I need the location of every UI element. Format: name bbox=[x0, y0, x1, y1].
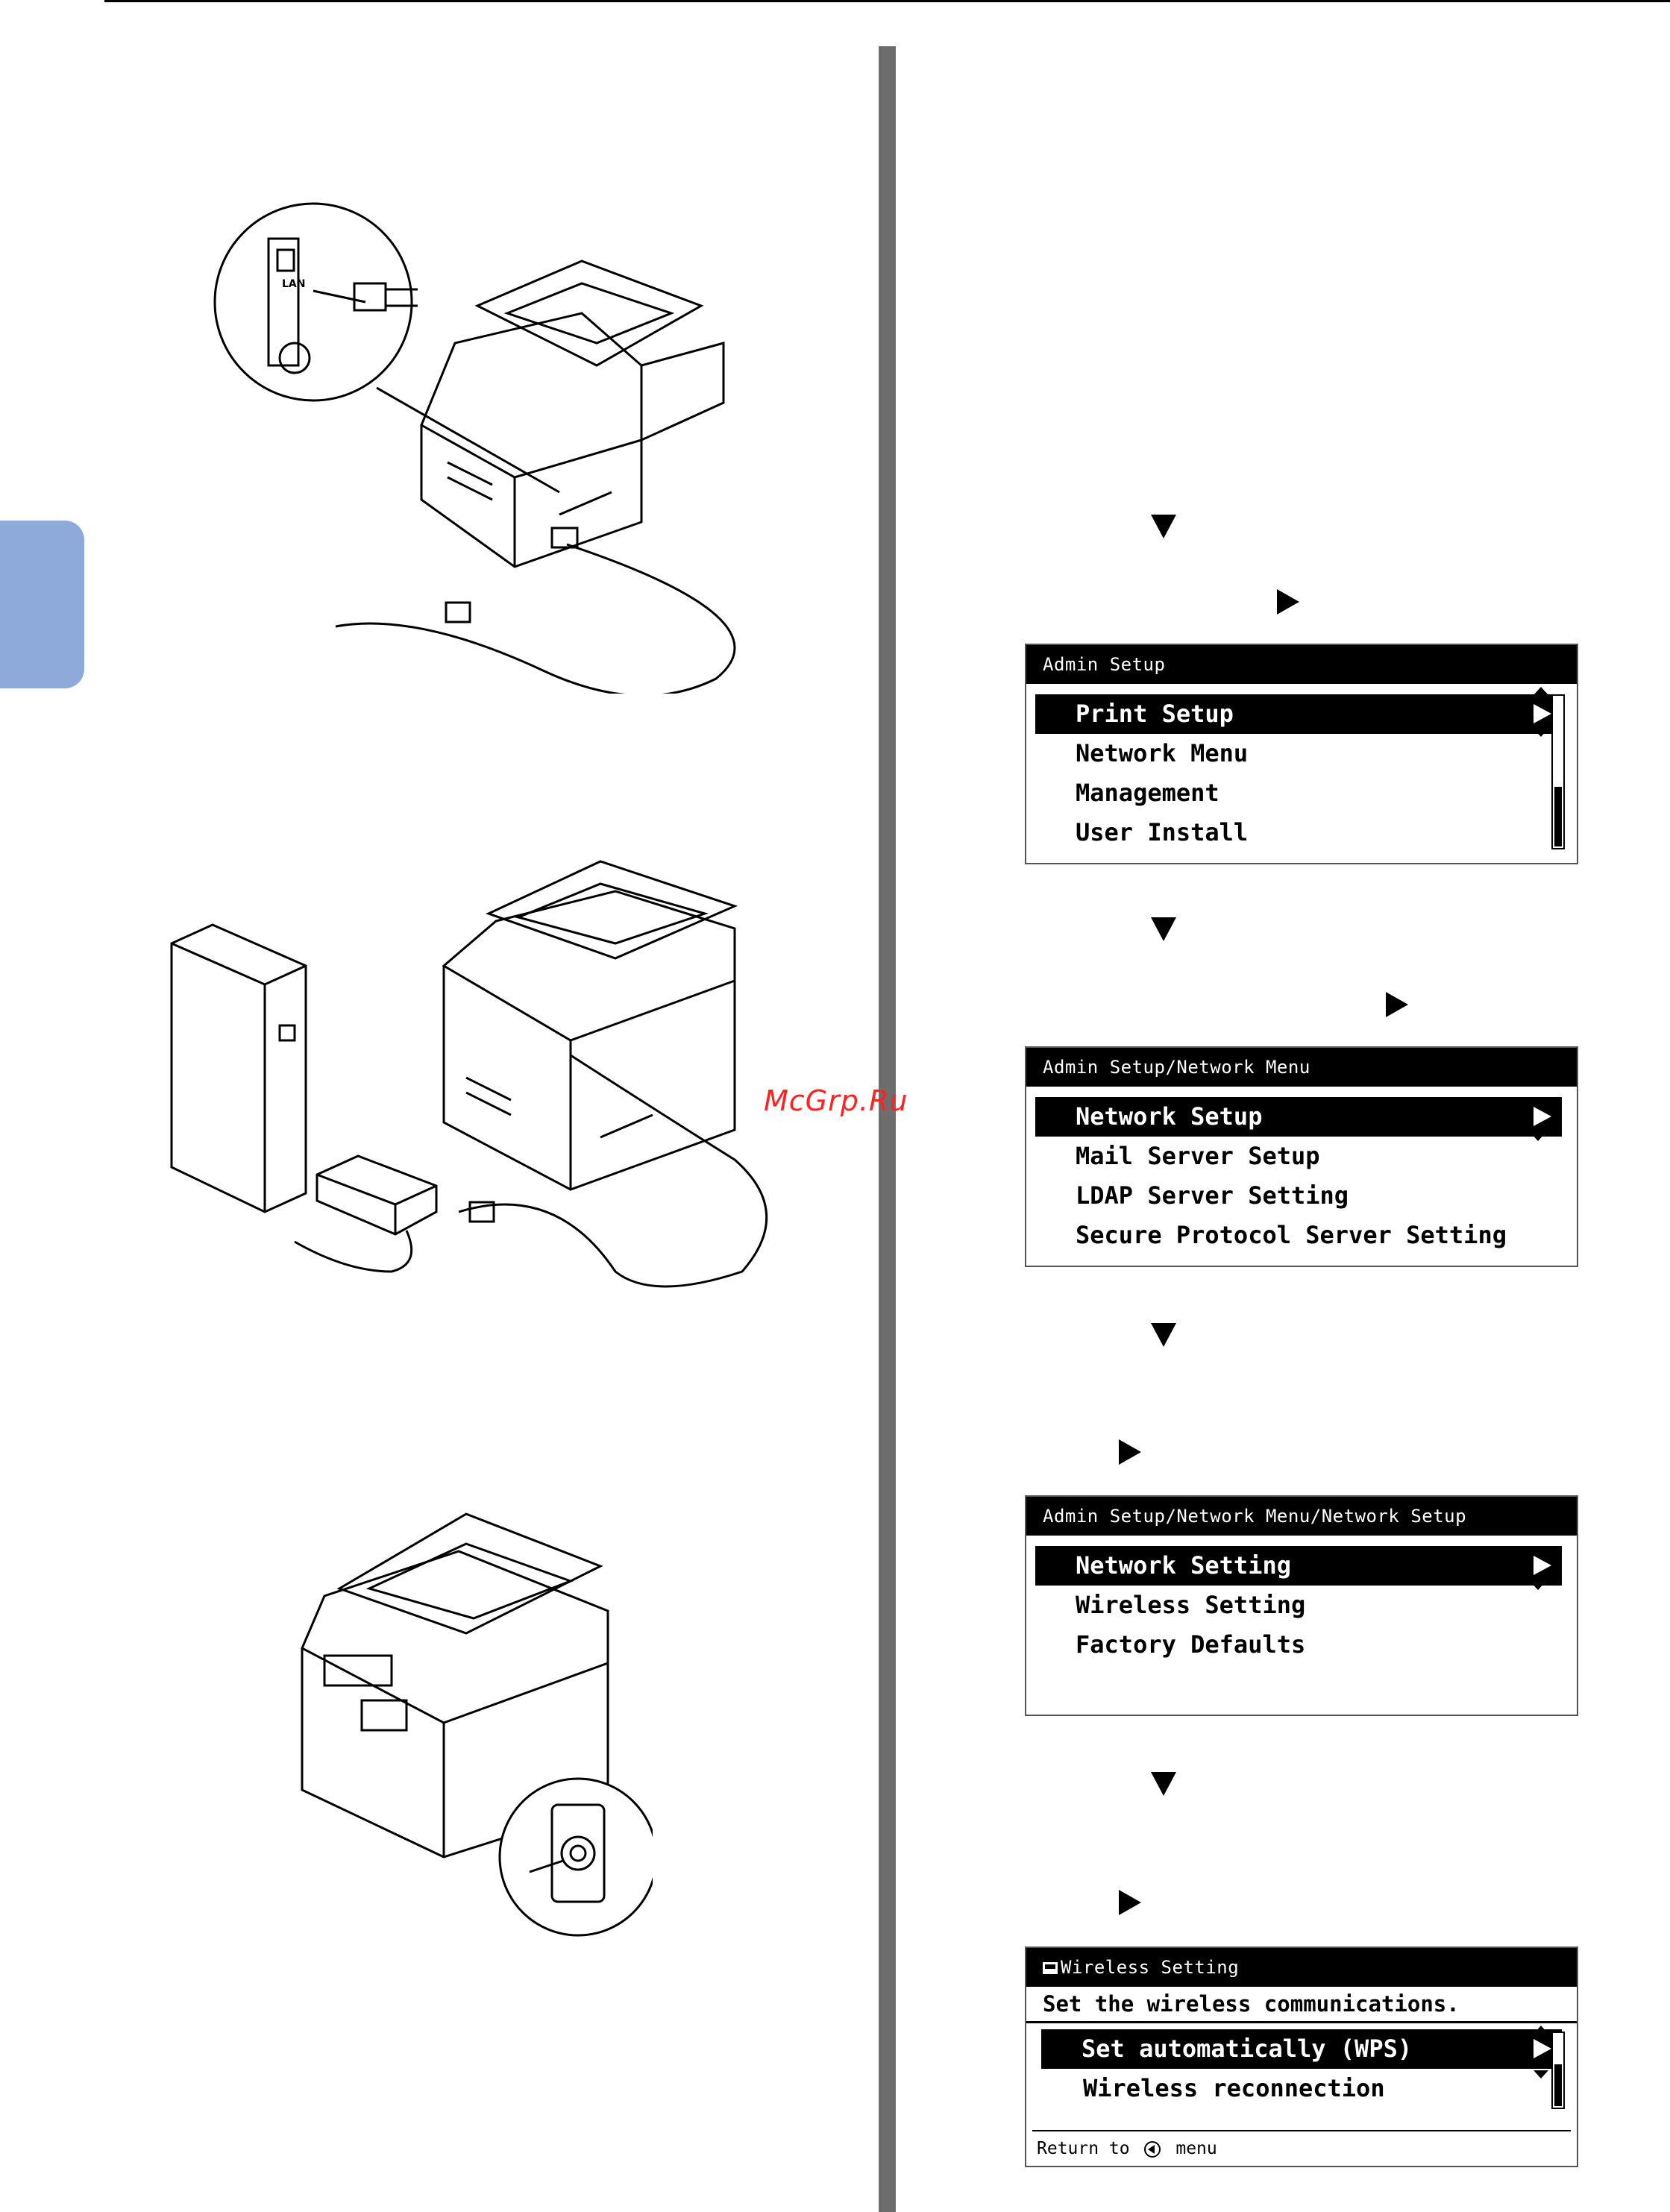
scroll-down-icon bbox=[1534, 2070, 1548, 2079]
lcd-title: Admin Setup/Network Menu bbox=[1026, 1048, 1577, 1087]
menu-item-management[interactable]: Management bbox=[1076, 779, 1219, 807]
lcd-title: Admin Setup bbox=[1026, 645, 1577, 684]
scroll-down-icon bbox=[1531, 1133, 1545, 1141]
down-arrow-icon bbox=[1151, 515, 1176, 538]
menu-item-network-setting[interactable]: Network Setting bbox=[1035, 1546, 1562, 1586]
menu-item-print-setup[interactable]: Print Setup bbox=[1035, 694, 1562, 734]
scroll-up-icon bbox=[1534, 2026, 1548, 2034]
power-switch-illustration bbox=[301, 1512, 653, 1937]
network-hub-illustration bbox=[170, 860, 767, 1288]
lcd-subtitle: Set the wireless communications. bbox=[1026, 1987, 1577, 2023]
lcd-footer: Return to menu bbox=[1032, 2130, 1571, 2166]
lcd-wireless-setting: Wireless Setting Set the wireless commun… bbox=[1025, 1947, 1578, 2167]
lcd-title-text: Wireless Setting bbox=[1061, 1957, 1240, 1978]
menu-item-wireless-setting[interactable]: Wireless Setting bbox=[1076, 1591, 1306, 1619]
footer-text: Return to bbox=[1037, 2139, 1130, 2158]
down-arrow-icon bbox=[1151, 1323, 1176, 1347]
lcd-title: Wireless Setting bbox=[1026, 1948, 1577, 1987]
menu-item-mail-server-setup[interactable]: Mail Server Setup bbox=[1076, 1142, 1320, 1170]
scrollbar[interactable] bbox=[1551, 694, 1565, 849]
scroll-down-icon bbox=[1534, 729, 1548, 737]
menu-item-wireless-reconnection[interactable]: Wireless reconnection bbox=[1083, 2074, 1385, 2102]
down-arrow-icon bbox=[1151, 917, 1176, 941]
back-key-icon bbox=[1144, 2140, 1161, 2158]
right-arrow-icon bbox=[1119, 1439, 1141, 1465]
wireless-icon bbox=[1043, 1962, 1058, 1974]
scroll-up-icon bbox=[1534, 687, 1548, 695]
scrollbar[interactable] bbox=[1551, 2032, 1565, 2109]
menu-item-secure-protocol-server-setting[interactable]: Secure Protocol Server Setting bbox=[1076, 1221, 1507, 1249]
menu-item-network-menu[interactable]: Network Menu bbox=[1076, 739, 1249, 767]
lan-connection-illustration: LAN bbox=[213, 202, 736, 694]
lcd-network-setup: Admin Setup/Network Menu/Network Setup N… bbox=[1025, 1495, 1578, 1716]
lan-port-label: LAN bbox=[282, 278, 305, 290]
menu-item-factory-defaults[interactable]: Factory Defaults bbox=[1076, 1630, 1306, 1659]
lcd-network-menu: Admin Setup/Network Menu Network Setup M… bbox=[1025, 1046, 1578, 1267]
column-divider bbox=[879, 46, 896, 2212]
right-arrow-icon bbox=[1386, 992, 1408, 1017]
chapter-tab bbox=[0, 521, 84, 688]
footer-text-menu: menu bbox=[1175, 2139, 1217, 2158]
top-rule bbox=[104, 0, 1670, 2]
menu-item-set-automatically-wps[interactable]: Set automatically (WPS) bbox=[1041, 2029, 1562, 2069]
scroll-down-icon bbox=[1531, 1582, 1545, 1590]
lcd-admin-setup: Admin Setup Print Setup Network Menu Man… bbox=[1025, 644, 1578, 864]
down-arrow-icon bbox=[1151, 1772, 1176, 1796]
menu-item-network-setup[interactable]: Network Setup bbox=[1035, 1097, 1562, 1137]
menu-item-user-install[interactable]: User Install bbox=[1076, 818, 1249, 846]
right-arrow-icon bbox=[1277, 589, 1299, 615]
menu-item-ldap-server-setting[interactable]: LDAP Server Setting bbox=[1076, 1181, 1349, 1210]
watermark: McGrp.Ru bbox=[764, 1084, 908, 1117]
right-arrow-icon bbox=[1119, 1890, 1141, 1915]
lcd-title: Admin Setup/Network Menu/Network Setup bbox=[1026, 1497, 1577, 1536]
